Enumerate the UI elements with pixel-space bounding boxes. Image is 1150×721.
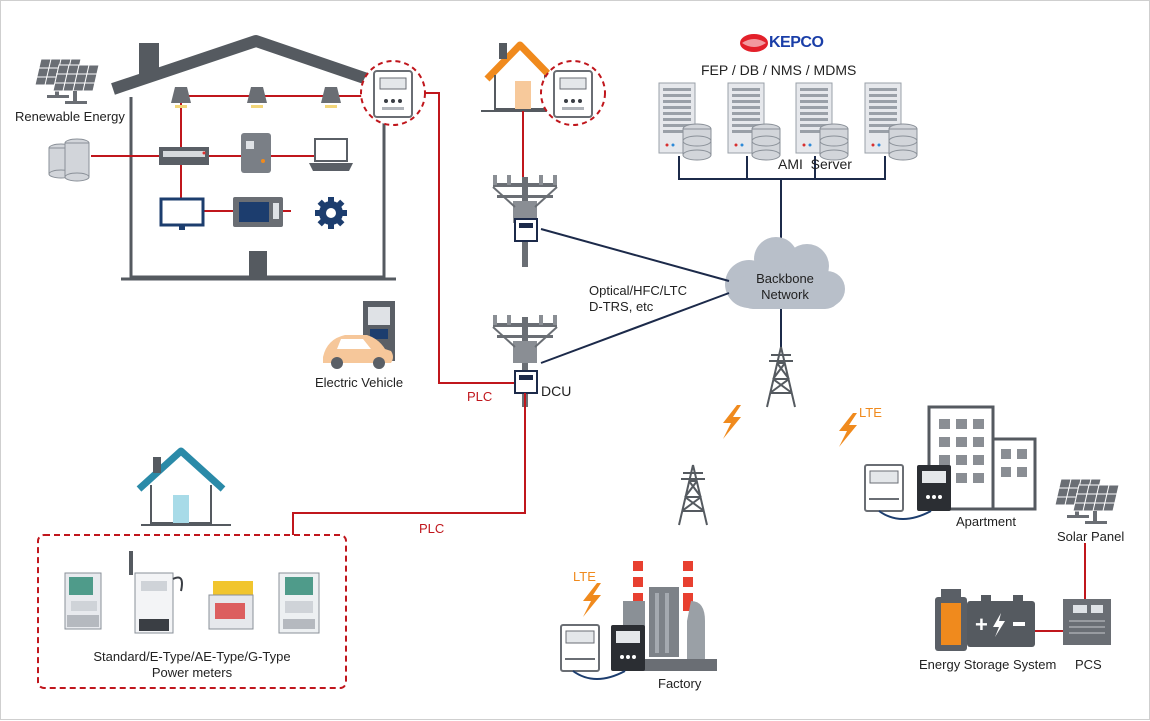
optical-label-line1: Optical/HFC/LTC	[589, 283, 687, 298]
backbone-label-line1: Backbone	[756, 271, 814, 286]
meter-house-icon	[136, 447, 231, 526]
ami-server-title: AMI Server	[778, 156, 852, 172]
server-stack-label: FEP / DB / NMS / MDMS	[701, 62, 857, 78]
monitor-icon	[159, 197, 205, 230]
power-meters-label-line2: Power meters	[151, 665, 233, 680]
lte-bolt-apartment	[839, 413, 857, 447]
battery-storage-icon	[48, 138, 90, 182]
g-type-meter-icon	[278, 572, 320, 634]
air-conditioner-icon	[159, 147, 209, 165]
small-house-top	[481, 41, 556, 112]
solar-panel-label: Solar Panel	[1057, 529, 1125, 544]
dcu-device	[514, 370, 538, 394]
lte-label-apartment: LTE	[859, 405, 882, 420]
laptop-icon	[309, 138, 353, 171]
plc-label-top: PLC	[467, 389, 493, 404]
renewable-energy-label: Renewable Energy	[15, 109, 125, 124]
e-type-meter-icon	[129, 551, 183, 634]
backbone-label-line2: Network	[761, 287, 809, 302]
main-house-smart-meter	[373, 70, 413, 118]
standard-meter-icon	[64, 572, 102, 630]
power-meters-label-line1: Standard/E-Type/AE-Type/G-Type	[93, 649, 291, 664]
apartment-windows	[939, 419, 1027, 483]
optical-links	[540, 228, 782, 364]
energy-storage-icon: +	[935, 589, 1035, 651]
factory-meter-pair	[560, 624, 645, 680]
boiler-icon	[241, 133, 271, 173]
kepco-logo-text: KEPCO	[769, 34, 824, 51]
small-house-smart-meter	[553, 70, 593, 118]
server-bus-line	[678, 156, 886, 247]
pcs-icon	[1063, 599, 1111, 645]
lte-bolt-center	[723, 405, 741, 439]
gear-icon	[315, 197, 347, 229]
lte-label-factory: LTE	[573, 569, 596, 584]
plc-label-bottom: PLC	[419, 521, 445, 536]
optical-label-line2: D-TRS, etc	[589, 299, 654, 314]
power-meters-box	[37, 534, 347, 689]
transmission-tower-factory	[678, 464, 708, 526]
microwave-icon	[233, 197, 283, 227]
electric-car-icon	[323, 335, 393, 369]
transmission-tower-center	[766, 346, 796, 408]
dcu-label: DCU	[541, 383, 572, 399]
apartment-label: Apartment	[956, 514, 1016, 529]
electric-vehicle-label: Electric Vehicle	[315, 375, 404, 390]
ami-server-racks	[658, 82, 918, 161]
pcs-label: PCS	[1075, 657, 1102, 672]
plc-line-house	[425, 92, 515, 384]
ceiling-lamps	[171, 87, 341, 103]
ae-type-meter-icon	[208, 581, 254, 630]
pole-meter-top	[514, 218, 538, 242]
plc-line-meters	[292, 393, 526, 535]
factory-label: Factory	[658, 676, 702, 691]
energy-storage-label: Energy Storage System	[919, 657, 1057, 672]
renewable-solar-icon	[34, 58, 100, 105]
main-house	[111, 35, 396, 281]
svg-text:+: +	[975, 612, 988, 637]
lte-bolt-factory	[583, 583, 601, 617]
backbone-cloud	[725, 237, 845, 309]
apartment-meter-pair	[864, 464, 951, 520]
solar-panel-icon	[1054, 478, 1120, 525]
